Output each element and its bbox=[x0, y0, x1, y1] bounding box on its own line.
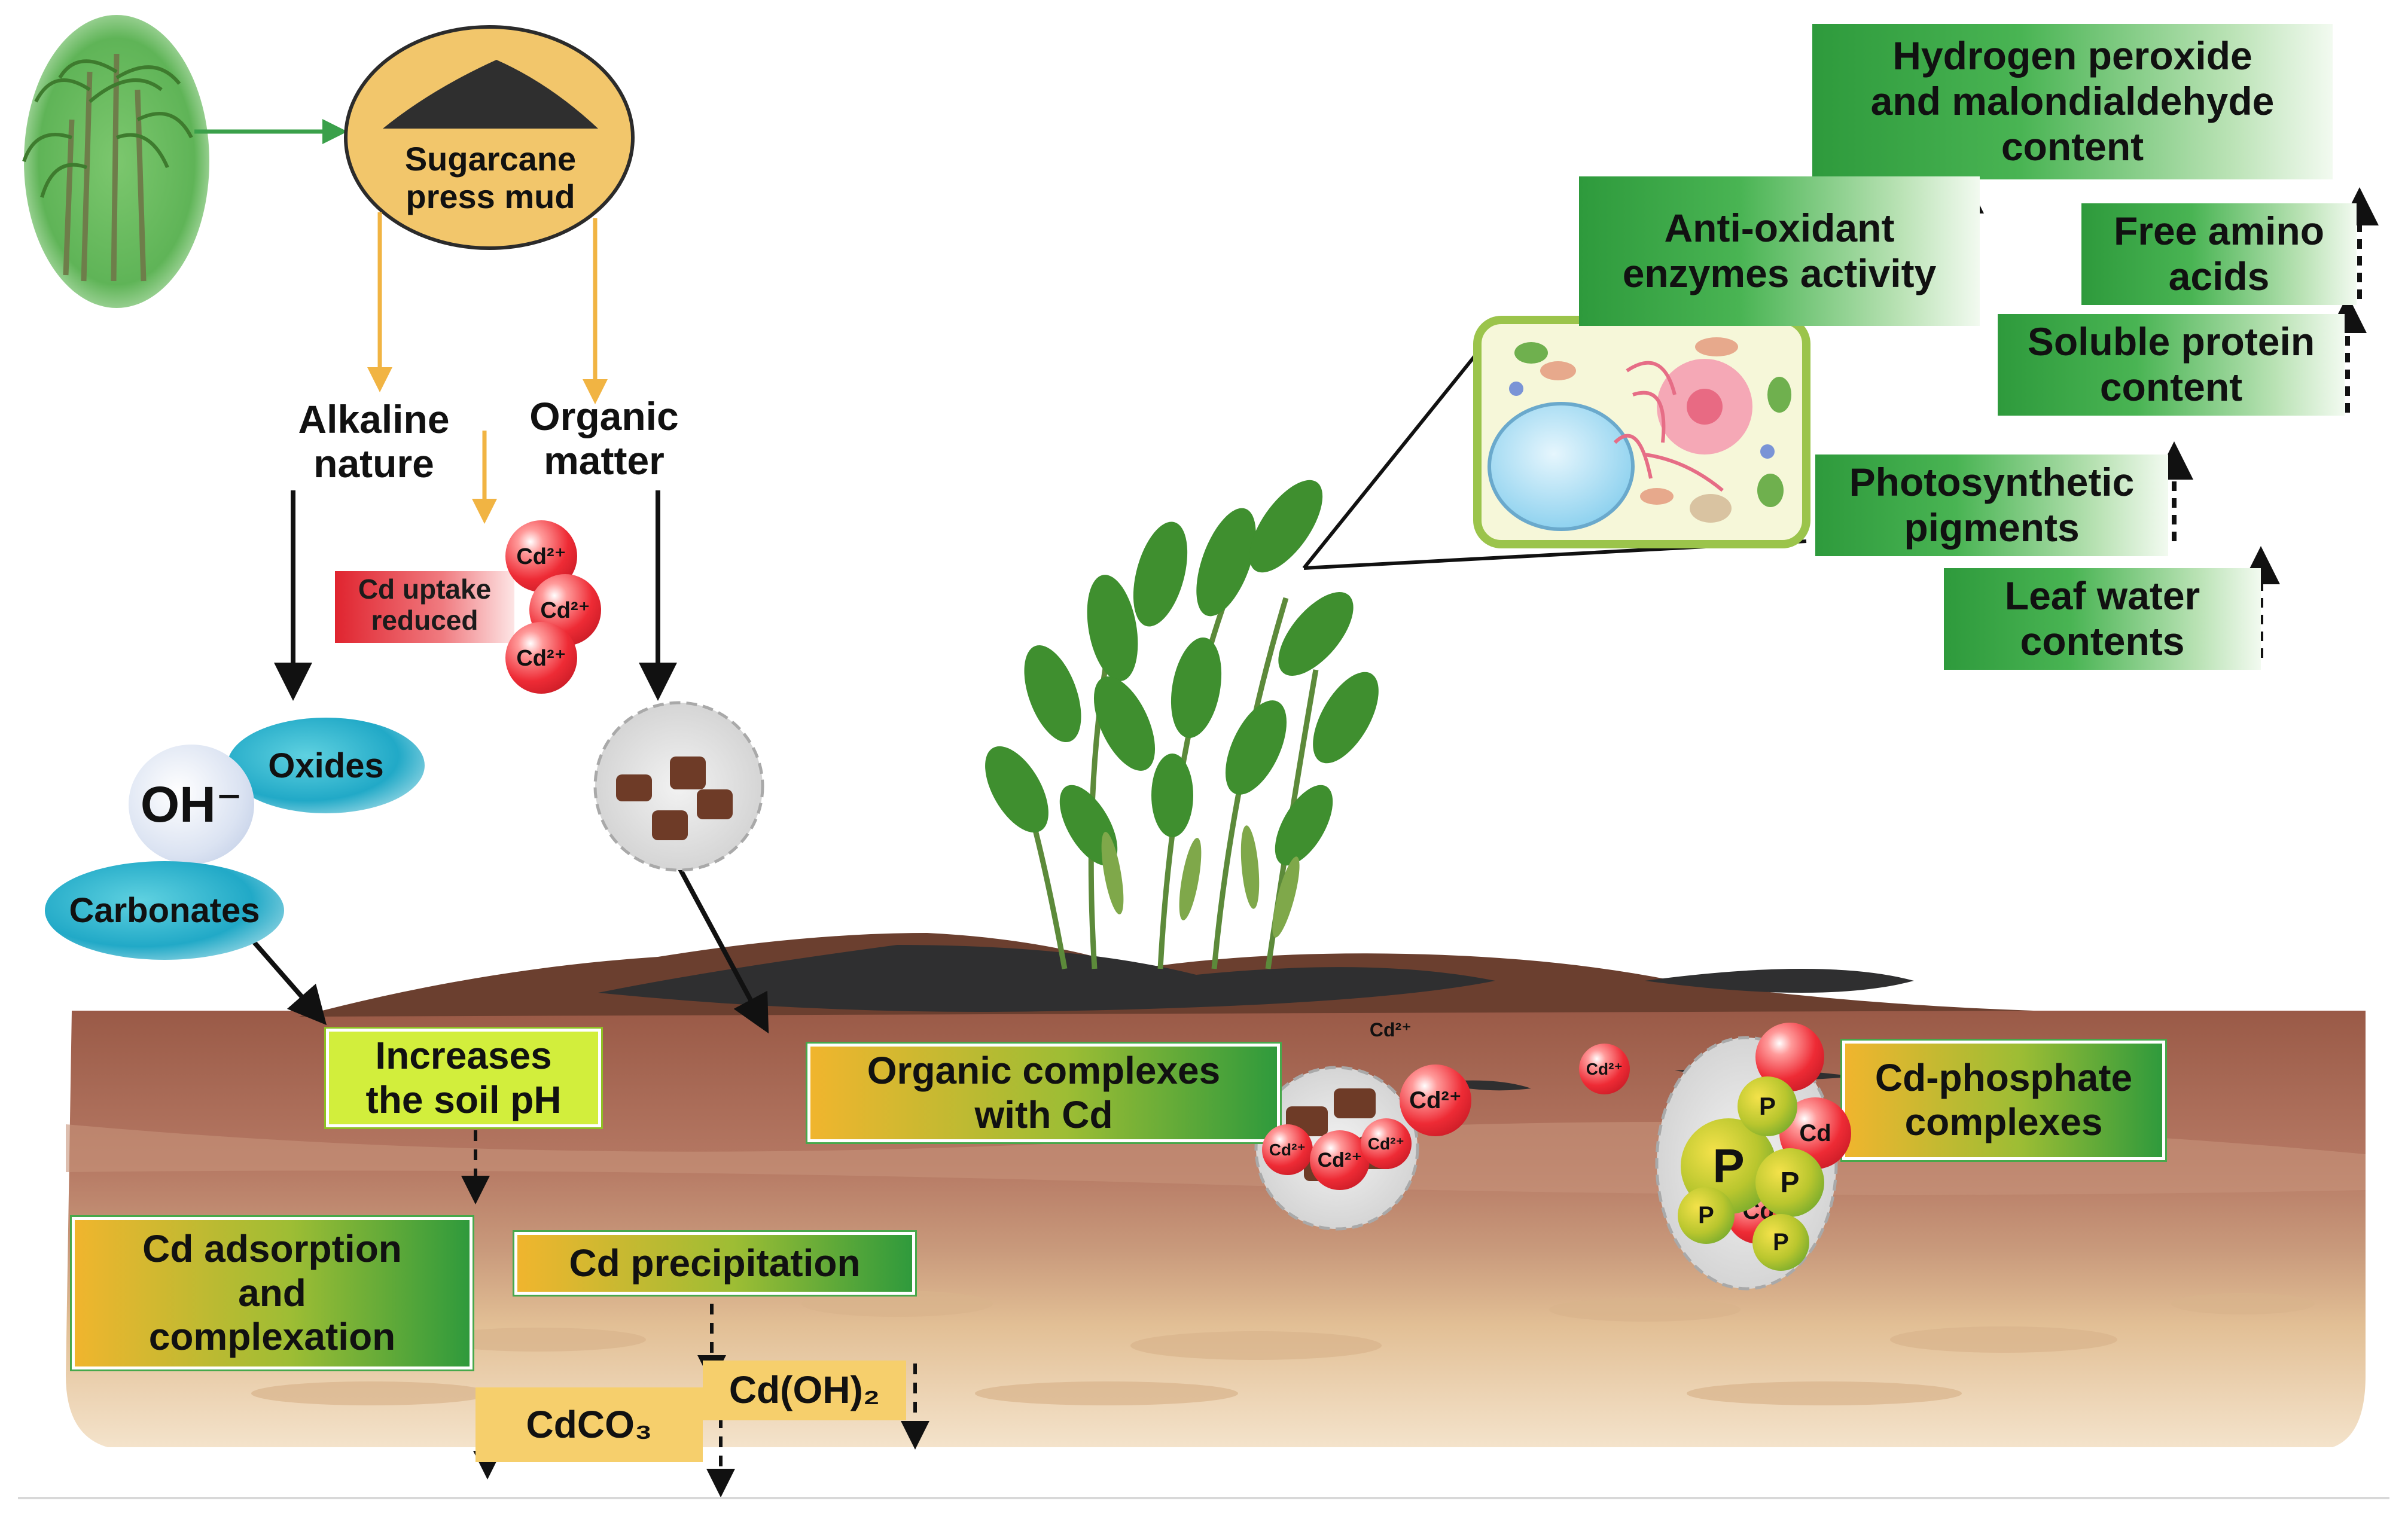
phosphate-ball: P bbox=[1752, 1214, 1809, 1271]
press-mud-ellipse bbox=[344, 25, 635, 250]
response-line: and malondialdehyde bbox=[1870, 79, 2275, 124]
response-box-antioxidant: Anti-oxidant enzymes activity bbox=[1579, 176, 1980, 326]
oxides-label: Oxides bbox=[268, 746, 384, 785]
precipitation-box: Cd precipitation bbox=[513, 1230, 917, 1297]
response-line: enzymes activity bbox=[1622, 251, 1937, 295]
organic-complexes-line1: Organic complexes bbox=[867, 1048, 1221, 1092]
increases-ph-line1: Increases bbox=[375, 1033, 552, 1077]
hydroxide-circle: OH⁻ bbox=[129, 745, 254, 864]
cd-ion: Cd²⁺ bbox=[1262, 1124, 1313, 1175]
response-box-soluble-protein: Soluble protein content bbox=[1998, 314, 2345, 416]
plant-cell-image bbox=[1473, 316, 1810, 548]
process-arrows bbox=[249, 490, 769, 1034]
response-line: acids bbox=[2168, 254, 2270, 298]
plant-illustration bbox=[985, 480, 1379, 969]
cd-ion: Cd²⁺ bbox=[1310, 1130, 1370, 1190]
increases-ph-line2: the soil pH bbox=[365, 1078, 562, 1121]
sugarcane-image bbox=[22, 15, 209, 308]
hydroxide-label: OH⁻ bbox=[140, 776, 243, 832]
organic-matter-label: Organic matter bbox=[502, 394, 706, 483]
response-line: Photosynthetic bbox=[1849, 460, 2135, 505]
cd-ion: Cd²⁺ bbox=[1400, 1064, 1471, 1136]
response-line: Leaf water bbox=[2004, 574, 2200, 618]
organic-line1: Organic bbox=[529, 394, 679, 438]
adsorption-line1: Cd adsorption bbox=[142, 1227, 402, 1271]
organic-complexes-line2: with Cd bbox=[974, 1093, 1113, 1136]
phosphate-ball: P bbox=[1738, 1076, 1797, 1136]
phosphate-ball: P bbox=[1755, 1148, 1824, 1217]
adsorption-box: Cd adsorption and complexation bbox=[70, 1215, 474, 1371]
phosphate-line2: complexes bbox=[1904, 1100, 2103, 1143]
response-line: content bbox=[2001, 124, 2144, 169]
cdco3-box: CdCO₃ bbox=[475, 1387, 703, 1462]
cd-ion: Cd²⁺ bbox=[505, 520, 577, 592]
oxides-ellipse: Oxides bbox=[227, 718, 425, 813]
cdoh2-label: Cd(OH)₂ bbox=[729, 1368, 880, 1412]
response-box-amino-acids: Free amino acids bbox=[2081, 203, 2357, 305]
cd-ion-label: Cd²⁺ bbox=[1369, 1019, 1412, 1041]
adsorption-line3: complexation bbox=[148, 1315, 396, 1359]
precipitation-label: Cd precipitation bbox=[569, 1241, 861, 1285]
increases-ph-box: Increases the soil pH bbox=[324, 1027, 603, 1129]
response-line: Soluble protein bbox=[2027, 319, 2315, 364]
response-line: Free amino bbox=[2113, 209, 2325, 254]
response-box-photosynthetic: Photosynthetic pigments bbox=[1815, 455, 2168, 556]
adsorption-line2: and bbox=[238, 1271, 306, 1314]
cd-ion: Cd²⁺ bbox=[505, 622, 577, 694]
phosphate-complexes-box: Cd-phosphate complexes bbox=[1840, 1039, 2167, 1162]
carbonates-ellipse: Carbonates bbox=[45, 861, 284, 960]
press-mud-label: Sugarcane press mud bbox=[371, 140, 610, 215]
cd-uptake-line2: reduced bbox=[371, 604, 478, 636]
cd-ion: Cd²⁺ bbox=[1579, 1044, 1630, 1094]
alkaline-nature-label: Alkaline nature bbox=[257, 397, 490, 486]
cd-uptake-line1: Cd uptake bbox=[358, 574, 492, 605]
organic-complexes-box: Organic complexes with Cd bbox=[806, 1042, 1282, 1144]
response-line: pigments bbox=[1904, 505, 2080, 550]
response-line: Anti-oxidant bbox=[1664, 206, 1895, 251]
cd-uptake-box bbox=[335, 571, 514, 643]
alkaline-line1: Alkaline bbox=[298, 397, 450, 441]
organic-line2: matter bbox=[544, 438, 665, 483]
carbonates-label: Carbonates bbox=[69, 891, 260, 930]
phosphate-ball: P bbox=[1678, 1187, 1735, 1244]
cdco3-label: CdCO₃ bbox=[526, 1402, 653, 1446]
response-line: Hydrogen peroxide bbox=[1892, 33, 2252, 78]
response-box-leaf-water: Leaf water contents bbox=[1944, 568, 2261, 670]
response-line: contents bbox=[2020, 619, 2185, 663]
organic-matter-circle bbox=[593, 701, 764, 872]
cdoh2-box: Cd(OH)₂ bbox=[703, 1361, 906, 1420]
property-arrows bbox=[367, 212, 608, 524]
response-box-h2o2-mda: Hydrogen peroxide and malondialdehyde co… bbox=[1812, 24, 2333, 179]
phosphate-line1: Cd-phosphate bbox=[1874, 1056, 2133, 1100]
alkaline-line2: nature bbox=[313, 441, 434, 486]
cd-ion: Cd²⁺ bbox=[1361, 1118, 1412, 1169]
response-line: content bbox=[2099, 365, 2243, 409]
press-mud-line2: press mud bbox=[406, 177, 575, 215]
cd-uptake-label: Cd uptake reduced bbox=[338, 574, 511, 636]
cd-ion: Cd²⁺ bbox=[529, 574, 601, 646]
press-mud-line1: Sugarcane bbox=[404, 140, 577, 178]
